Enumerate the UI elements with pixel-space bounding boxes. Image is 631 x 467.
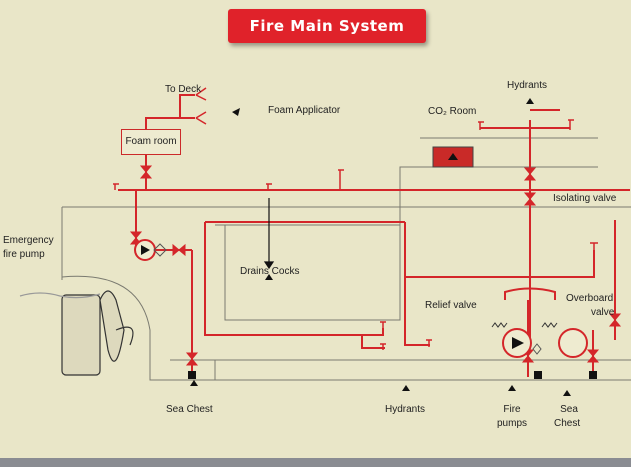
label-fire-pump: fire pump — [3, 249, 45, 260]
hull-structure — [61, 137, 631, 381]
label-sea: Sea — [560, 404, 578, 415]
label-co2-room: CO₂ Room — [428, 106, 477, 117]
label-sea-chest-left: Sea Chest — [166, 404, 213, 415]
label-emergency: Emergency — [3, 235, 54, 246]
arrow-down-icon — [263, 198, 275, 270]
label-pumps: pumps — [497, 418, 528, 429]
label-isolating-valve: Isolating valve — [553, 193, 617, 204]
arrow-up-icon — [190, 98, 571, 396]
co2-room-box — [432, 146, 474, 168]
bottom-bar — [0, 458, 631, 467]
label-to-deck: To Deck — [165, 84, 202, 95]
label-chest: Chest — [554, 418, 581, 429]
foam-room-box: Foam room — [121, 129, 181, 155]
label-overboard-valve: valve — [591, 307, 615, 318]
label-hydrants-bottom: Hydrants — [385, 404, 426, 415]
valve-icon — [129, 165, 622, 366]
label-fire: Fire — [503, 404, 521, 415]
diagram-title: Fire Main System — [228, 9, 426, 43]
label-relief-valve: Relief valve — [425, 300, 477, 311]
label-hydrants-top: Hydrants — [507, 80, 548, 91]
pipework — [118, 94, 630, 377]
hydrant-outlet-icon — [113, 87, 598, 350]
relief-spring-icon — [491, 322, 558, 328]
strainer-icon — [153, 243, 542, 355]
label-drains-cocks: Drains Cocks — [240, 266, 300, 277]
label-overboard: Overboard — [566, 293, 614, 304]
propeller-sketch — [19, 290, 134, 376]
label-foam-applicator: Foam Applicator — [268, 105, 341, 116]
sea-chest-marker — [188, 371, 597, 379]
